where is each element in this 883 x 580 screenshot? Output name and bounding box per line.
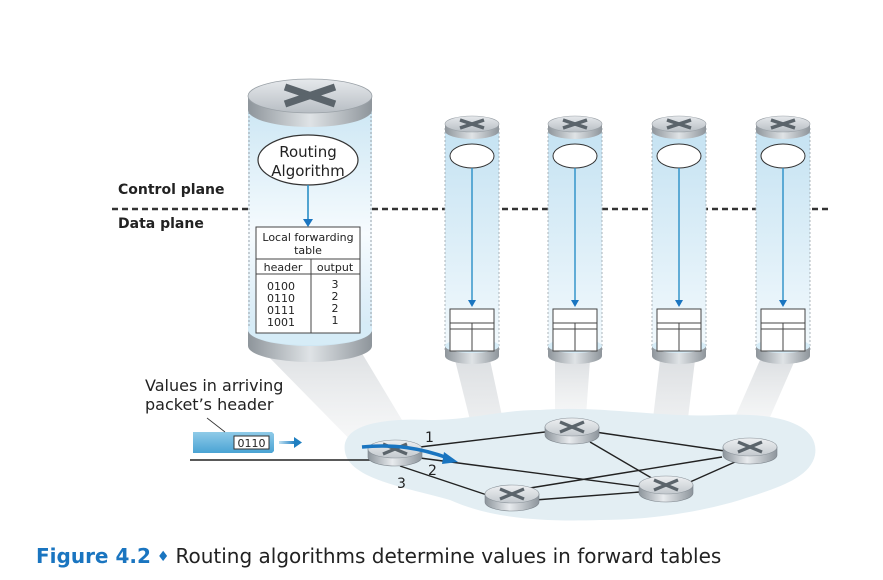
forwarding-table-placeholder	[552, 308, 598, 352]
router-x-icon	[653, 478, 679, 492]
router-cylinder-1	[444, 115, 500, 364]
table-cell-header: 1001	[267, 316, 295, 329]
table-cell-output: 1	[332, 314, 339, 327]
router-x-icon	[737, 440, 763, 454]
link-r4-r5	[689, 461, 736, 483]
table-rows: 0100 3 0110 2 0111 2 1001 1	[267, 278, 339, 329]
table-cell-header: 0100	[267, 280, 295, 293]
port-label-3: 3	[397, 476, 406, 492]
link-r2-r5	[594, 431, 726, 452]
routing-algorithm-placeholder	[760, 143, 806, 169]
routing-algorithm-label-1: Routing	[279, 143, 337, 161]
packet-annotation-line-2: packet’s header	[145, 395, 274, 414]
table-cell-output: 2	[332, 290, 339, 303]
arrowhead-icon	[303, 219, 313, 227]
data-plane-label: Data plane	[118, 216, 204, 232]
network-cloud	[344, 408, 816, 521]
table-header-col: header	[264, 261, 303, 274]
packet-motion-arrow	[279, 441, 295, 444]
small-router-cylinders	[444, 115, 811, 364]
forwarding-path-arrow	[361, 444, 449, 460]
router-x-icon	[559, 420, 585, 434]
port-label-2: 2	[428, 463, 437, 479]
router-x-icon	[283, 83, 337, 108]
link-r2-r4	[589, 441, 656, 481]
packet-annotation-line-1: Values in arriving	[145, 376, 284, 395]
router-1	[367, 439, 423, 467]
port-label-1: 1	[425, 430, 434, 446]
routing-algorithm-placeholder	[656, 143, 702, 169]
control-plane-label: Control plane	[118, 182, 225, 198]
diamond-separator-icon: ♦	[156, 549, 170, 565]
routing-algorithm-placeholder	[449, 143, 495, 169]
forwarding-table-placeholder	[656, 308, 702, 352]
link-r1-r4	[419, 457, 651, 489]
table-output-col: output	[317, 261, 354, 274]
routing-algorithm-label-2: Algorithm	[271, 162, 344, 180]
link-r3-r5	[529, 456, 723, 489]
router-2	[544, 417, 600, 445]
network-links	[190, 431, 736, 501]
packet-annotation: Values in arriving packet’s header	[145, 376, 283, 414]
figure-caption: Figure 4.2 ♦ Routing algorithms determine …	[36, 544, 721, 568]
figure-number: Figure 4.2	[36, 544, 151, 568]
router-3	[484, 484, 540, 512]
forwarding-table-placeholder	[760, 308, 806, 352]
annotation-leader-line	[206, 417, 226, 433]
router-x-icon	[459, 118, 485, 130]
arriving-packet	[193, 432, 274, 453]
table-cell-header: 0111	[267, 304, 295, 317]
table-title-1: Local forwarding	[262, 231, 353, 244]
router-x-icon	[666, 118, 692, 130]
network-routers	[367, 417, 778, 512]
link-r1-r3	[399, 465, 491, 497]
local-forwarding-table	[255, 226, 361, 334]
table-cell-header: 0110	[267, 292, 295, 305]
router-cylinder-3	[651, 115, 707, 364]
table-title-2: table	[294, 244, 322, 257]
router-cylinder-4	[755, 115, 811, 364]
router-x-icon	[770, 118, 796, 130]
arrowhead-icon	[675, 300, 683, 307]
router-cylinder-2	[547, 115, 603, 364]
caption-text: Routing algorithms determine values in f…	[175, 544, 722, 568]
link-r3-r4	[534, 491, 641, 501]
routing-algorithm-placeholder	[552, 143, 598, 169]
table-cell-output: 2	[332, 302, 339, 315]
table-cell-output: 3	[332, 278, 339, 291]
link-r1-r2	[419, 431, 546, 448]
arrowhead-icon	[571, 300, 579, 307]
router-x-icon	[562, 118, 588, 130]
router-x-icon	[499, 487, 525, 501]
packet-header-value: 0110	[238, 437, 266, 450]
arrowhead-icon	[779, 300, 787, 307]
forwarding-arrowhead-icon	[442, 452, 458, 464]
router-4	[638, 475, 694, 503]
packet-arrowhead-icon	[294, 437, 302, 448]
forwarding-table-placeholder	[449, 308, 495, 352]
arrowhead-icon	[468, 300, 476, 307]
router-5	[722, 437, 778, 465]
